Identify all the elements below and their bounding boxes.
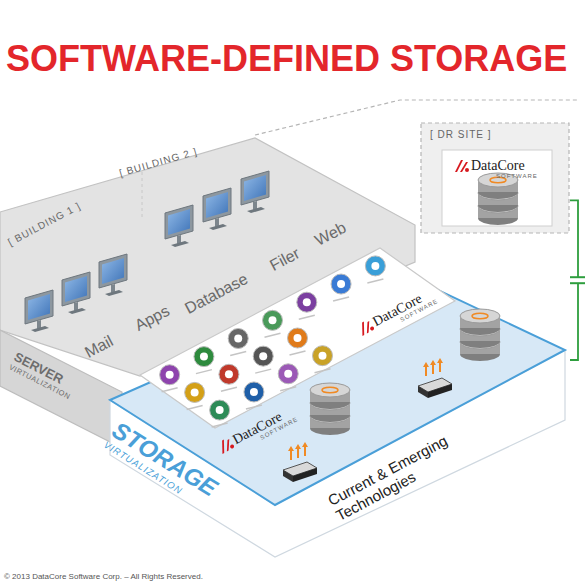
monitor	[62, 272, 90, 314]
server-plane	[0, 330, 122, 448]
speed-arrow	[432, 364, 434, 374]
link-line	[570, 200, 578, 277]
flash-front	[428, 384, 452, 398]
service-icon	[278, 364, 298, 384]
service-caption-bar	[162, 388, 178, 392]
service-icon-core	[284, 370, 292, 378]
service-icon	[253, 346, 273, 366]
disk-accent	[472, 313, 488, 319]
service-caption-bar	[333, 297, 349, 301]
service-icon-core	[166, 371, 174, 379]
service-caption-bar	[187, 405, 203, 409]
service-caption-bar	[221, 387, 237, 391]
node-text: [ DR SITE ]	[430, 129, 492, 141]
service-caption-bar	[246, 405, 262, 409]
service-icon-core	[337, 280, 345, 288]
speed-arrow-head	[437, 358, 443, 363]
service-icon-core	[216, 406, 224, 414]
monitor	[25, 290, 53, 332]
service-caption-bar	[315, 369, 331, 373]
logo-dot	[369, 326, 374, 331]
service-icon	[263, 310, 283, 330]
service-icon-core	[191, 388, 199, 396]
service-icon-core	[319, 352, 327, 360]
speed-arrow	[439, 362, 441, 372]
service-icon	[297, 292, 317, 312]
services-ground	[140, 248, 455, 428]
service-icon-core	[225, 370, 233, 378]
node-text: DataCore	[471, 158, 525, 174]
speed-arrow	[290, 450, 292, 460]
service-icon-core	[294, 334, 302, 342]
speed-arrow-head	[423, 362, 429, 367]
service-icon	[185, 382, 205, 402]
logo-stroke	[222, 439, 234, 452]
service-icon	[219, 364, 239, 384]
services-panel: DataCoreSOFTWARE	[140, 248, 458, 430]
service-icon-core	[303, 298, 311, 306]
service-icon-core	[269, 316, 277, 324]
service-caption-bar	[299, 315, 315, 319]
site-panel	[442, 150, 552, 226]
disk-accent	[322, 387, 338, 393]
service-icon	[331, 274, 351, 294]
link-line	[570, 283, 578, 360]
flash-side	[418, 386, 428, 398]
node-text: SOFTWARE	[496, 173, 538, 180]
service-caption-bar	[290, 351, 306, 355]
service-icon-core	[234, 334, 242, 342]
logo-stroke	[362, 321, 374, 334]
speed-arrow-head	[302, 442, 308, 447]
speed-arrow	[297, 448, 299, 458]
site-ground	[421, 123, 569, 233]
speed-arrow	[425, 366, 427, 376]
service-icon	[365, 256, 385, 276]
service-caption-bar	[367, 279, 383, 283]
service-icon-core	[200, 353, 208, 361]
green-link	[570, 200, 585, 360]
logo-stroke	[460, 162, 468, 172]
logo-mark	[454, 158, 470, 174]
service-caption-bar	[265, 333, 281, 337]
service-icon	[244, 382, 264, 402]
monitor	[165, 205, 193, 247]
disk-top	[310, 383, 350, 397]
building-divider	[142, 172, 143, 218]
monitor	[241, 171, 269, 213]
service-caption-bar	[280, 387, 296, 391]
flash-front	[293, 468, 317, 482]
service-icon	[160, 365, 180, 385]
copyright-footer: © 2013 DataCore Software Corp. – All Rig…	[4, 572, 203, 581]
logo-dot	[465, 168, 469, 172]
service-icon	[228, 328, 248, 348]
node-outline	[140, 248, 458, 430]
speed-arrow-head	[288, 446, 294, 451]
service-icon	[194, 347, 214, 367]
monitor	[203, 188, 231, 230]
service-caption-bar	[212, 423, 228, 427]
speed-arrow-head	[295, 444, 301, 449]
speed-arrow	[304, 446, 306, 456]
page-title: SOFTWARE-DEFINED STORAGE	[6, 38, 567, 79]
service-icon	[210, 400, 230, 420]
logo-dot	[229, 444, 234, 449]
service-caption-bar	[196, 370, 212, 374]
service-caption-bar	[230, 351, 246, 355]
disk-top	[460, 309, 500, 323]
flash-side	[283, 470, 293, 482]
monitor	[99, 254, 127, 296]
service-icon-core	[259, 352, 267, 360]
site-box: [ DR SITE ] DataCoreSOFTWARE	[420, 122, 570, 234]
service-icon	[313, 346, 333, 366]
service-icon-core	[371, 262, 379, 270]
speed-arrow-head	[430, 360, 436, 365]
service-icon	[288, 328, 308, 348]
service-icon-core	[250, 388, 258, 396]
service-caption-bar	[255, 369, 271, 373]
